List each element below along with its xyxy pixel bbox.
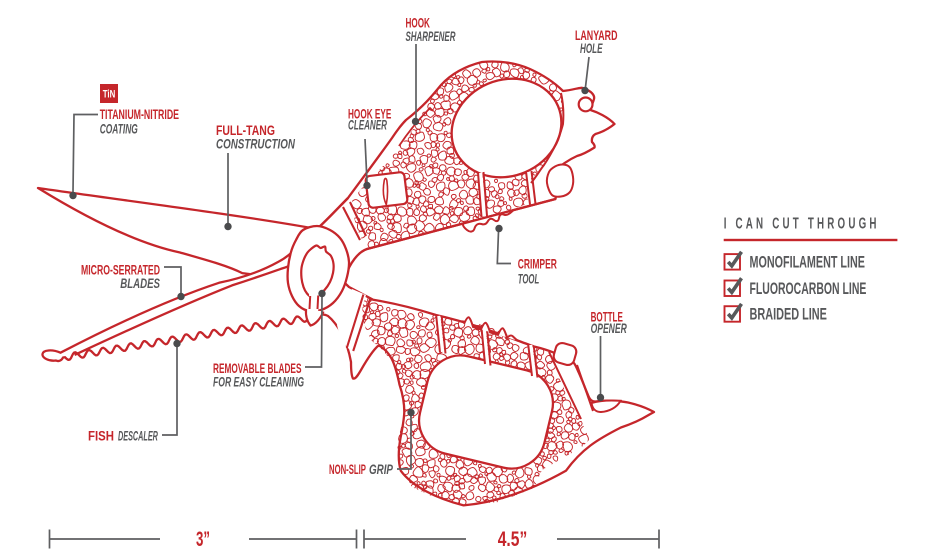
svg-text:FLUOROCARBON LINE: FLUOROCARBON LINE (750, 278, 867, 297)
svg-text:LANYARD: LANYARD (575, 28, 617, 44)
svg-text:TITANIUM-NITRIDE: TITANIUM-NITRIDE (100, 107, 179, 123)
svg-text:BLADES: BLADES (120, 275, 160, 291)
svg-text:HOOK: HOOK (406, 17, 431, 32)
svg-text:HOLE: HOLE (580, 42, 603, 57)
svg-text:DESCALER: DESCALER (118, 429, 158, 444)
svg-text:CLEANER: CLEANER (348, 118, 387, 133)
svg-text:FULL-TANG: FULL-TANG (216, 123, 275, 139)
svg-text:3”: 3” (196, 527, 210, 551)
svg-text:4.5”: 4.5” (498, 527, 527, 551)
svg-text:SHARPENER: SHARPENER (406, 30, 457, 45)
svg-text:FOR EASY CLEANING: FOR EASY CLEANING (213, 374, 304, 390)
svg-text:GRIP: GRIP (369, 461, 394, 477)
svg-text:CONSTRUCTION: CONSTRUCTION (216, 136, 295, 152)
svg-text:TOOL: TOOL (518, 272, 540, 287)
svg-text:CRIMPER: CRIMPER (518, 258, 558, 273)
svg-text:REMOVABLE BLADES: REMOVABLE BLADES (213, 362, 302, 377)
svg-text:MICRO-SERRATED: MICRO-SERRATED (81, 262, 160, 278)
svg-text:OPENER: OPENER (591, 321, 628, 337)
svg-text:FISH: FISH (88, 427, 114, 443)
svg-text:COATING: COATING (100, 123, 138, 138)
svg-text:TiN: TiN (103, 88, 116, 101)
svg-text:BOTTLE: BOTTLE (591, 310, 624, 325)
svg-text:HOOK EYE: HOOK EYE (348, 108, 392, 123)
svg-text:NON-SLIP: NON-SLIP (329, 463, 366, 478)
svg-text:MONOFILAMENT LINE: MONOFILAMENT LINE (750, 253, 865, 272)
svg-text:BRAIDED LINE: BRAIDED LINE (750, 305, 827, 324)
svg-text:I CAN CUT THROUGH: I CAN CUT THROUGH (724, 214, 880, 232)
